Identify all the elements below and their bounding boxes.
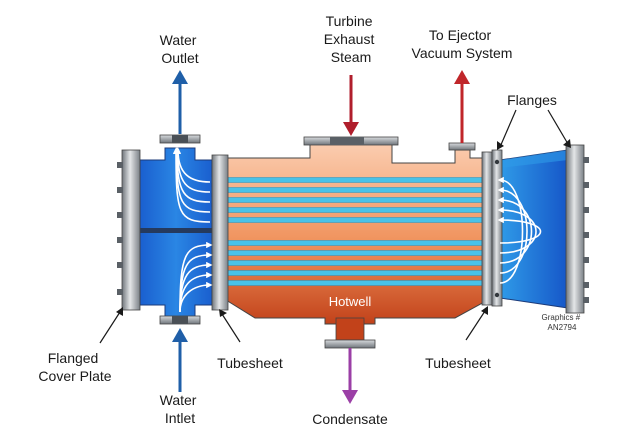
tube (211, 240, 503, 246)
flow-arrow (172, 147, 211, 223)
bolt (583, 282, 589, 288)
water-outlet-arrowhead (172, 70, 188, 84)
tube (211, 197, 503, 203)
right-water-box (499, 149, 569, 309)
ejector-arrowhead (454, 70, 470, 84)
tube (211, 260, 503, 266)
flow-arrow (497, 196, 533, 264)
cover-plate-leader (99, 311, 121, 344)
water-flow-arrows (172, 147, 542, 313)
right-cover-plate (565, 144, 589, 314)
bolt (117, 162, 123, 168)
left-tubesheet (211, 154, 229, 311)
water-inlet-label: Water Intlet (160, 392, 201, 426)
hotwell-label: Hotwell (329, 294, 372, 309)
ejector-label: To Ejector Vacuum System (412, 27, 513, 61)
condensate-label: Condensate (312, 411, 388, 427)
tubesheet-right-label: Tubesheet (425, 355, 491, 371)
hotwell-nozzle (335, 317, 365, 341)
tubesheet-left-leader (221, 313, 241, 343)
callout-leaders (99, 109, 571, 344)
tube (211, 250, 503, 256)
bolt (117, 237, 123, 243)
bolt (583, 232, 589, 238)
tubesheet-right-leader (465, 310, 486, 341)
tube (211, 270, 503, 276)
bolt (583, 182, 589, 188)
bolt (583, 207, 589, 213)
flanges-leader-right (547, 109, 569, 145)
flow-arrow (497, 176, 524, 284)
water-outlet-label: Water Outlet (160, 32, 201, 66)
condensate-flange (324, 339, 376, 349)
flow-arrow (497, 186, 528, 274)
tube (211, 177, 503, 183)
flanged-cover-label: Flanged Cover Plate (38, 350, 111, 384)
tube (211, 207, 503, 213)
graphics-id: Graphics # AN2794 (542, 313, 583, 332)
steam-arrowhead (343, 122, 359, 136)
bolt (583, 157, 589, 163)
process-arrows (172, 70, 470, 404)
bolt (117, 212, 123, 218)
bolt (117, 262, 123, 268)
bolt (117, 187, 123, 193)
pass-partition (140, 228, 212, 233)
water-inlet-arrowhead (172, 328, 188, 342)
bolt (117, 289, 123, 295)
bolt (583, 257, 589, 263)
right-tubesheet (481, 149, 503, 307)
flanges-leader-left (499, 109, 517, 148)
tube-bundle (211, 177, 503, 286)
tube (211, 280, 503, 286)
steam-inlet-flange-gasket (330, 137, 364, 145)
tube (211, 217, 503, 223)
flow-arrow (179, 281, 213, 313)
left-cover-plate (117, 149, 141, 311)
tube (211, 187, 503, 193)
bolt (583, 297, 589, 303)
condensate-arrowhead (342, 390, 358, 404)
flanges-label: Flanges (507, 92, 557, 108)
labels: Water Outlet Water Intlet Turbine Exhaus… (38, 13, 583, 427)
turbine-exhaust-label: Turbine Exhaust Steam (324, 13, 378, 65)
tubesheet-left-label: Tubesheet (217, 355, 283, 371)
flow-arrow (497, 216, 542, 244)
ejector-flange (448, 142, 476, 151)
flow-arrow (497, 206, 537, 254)
